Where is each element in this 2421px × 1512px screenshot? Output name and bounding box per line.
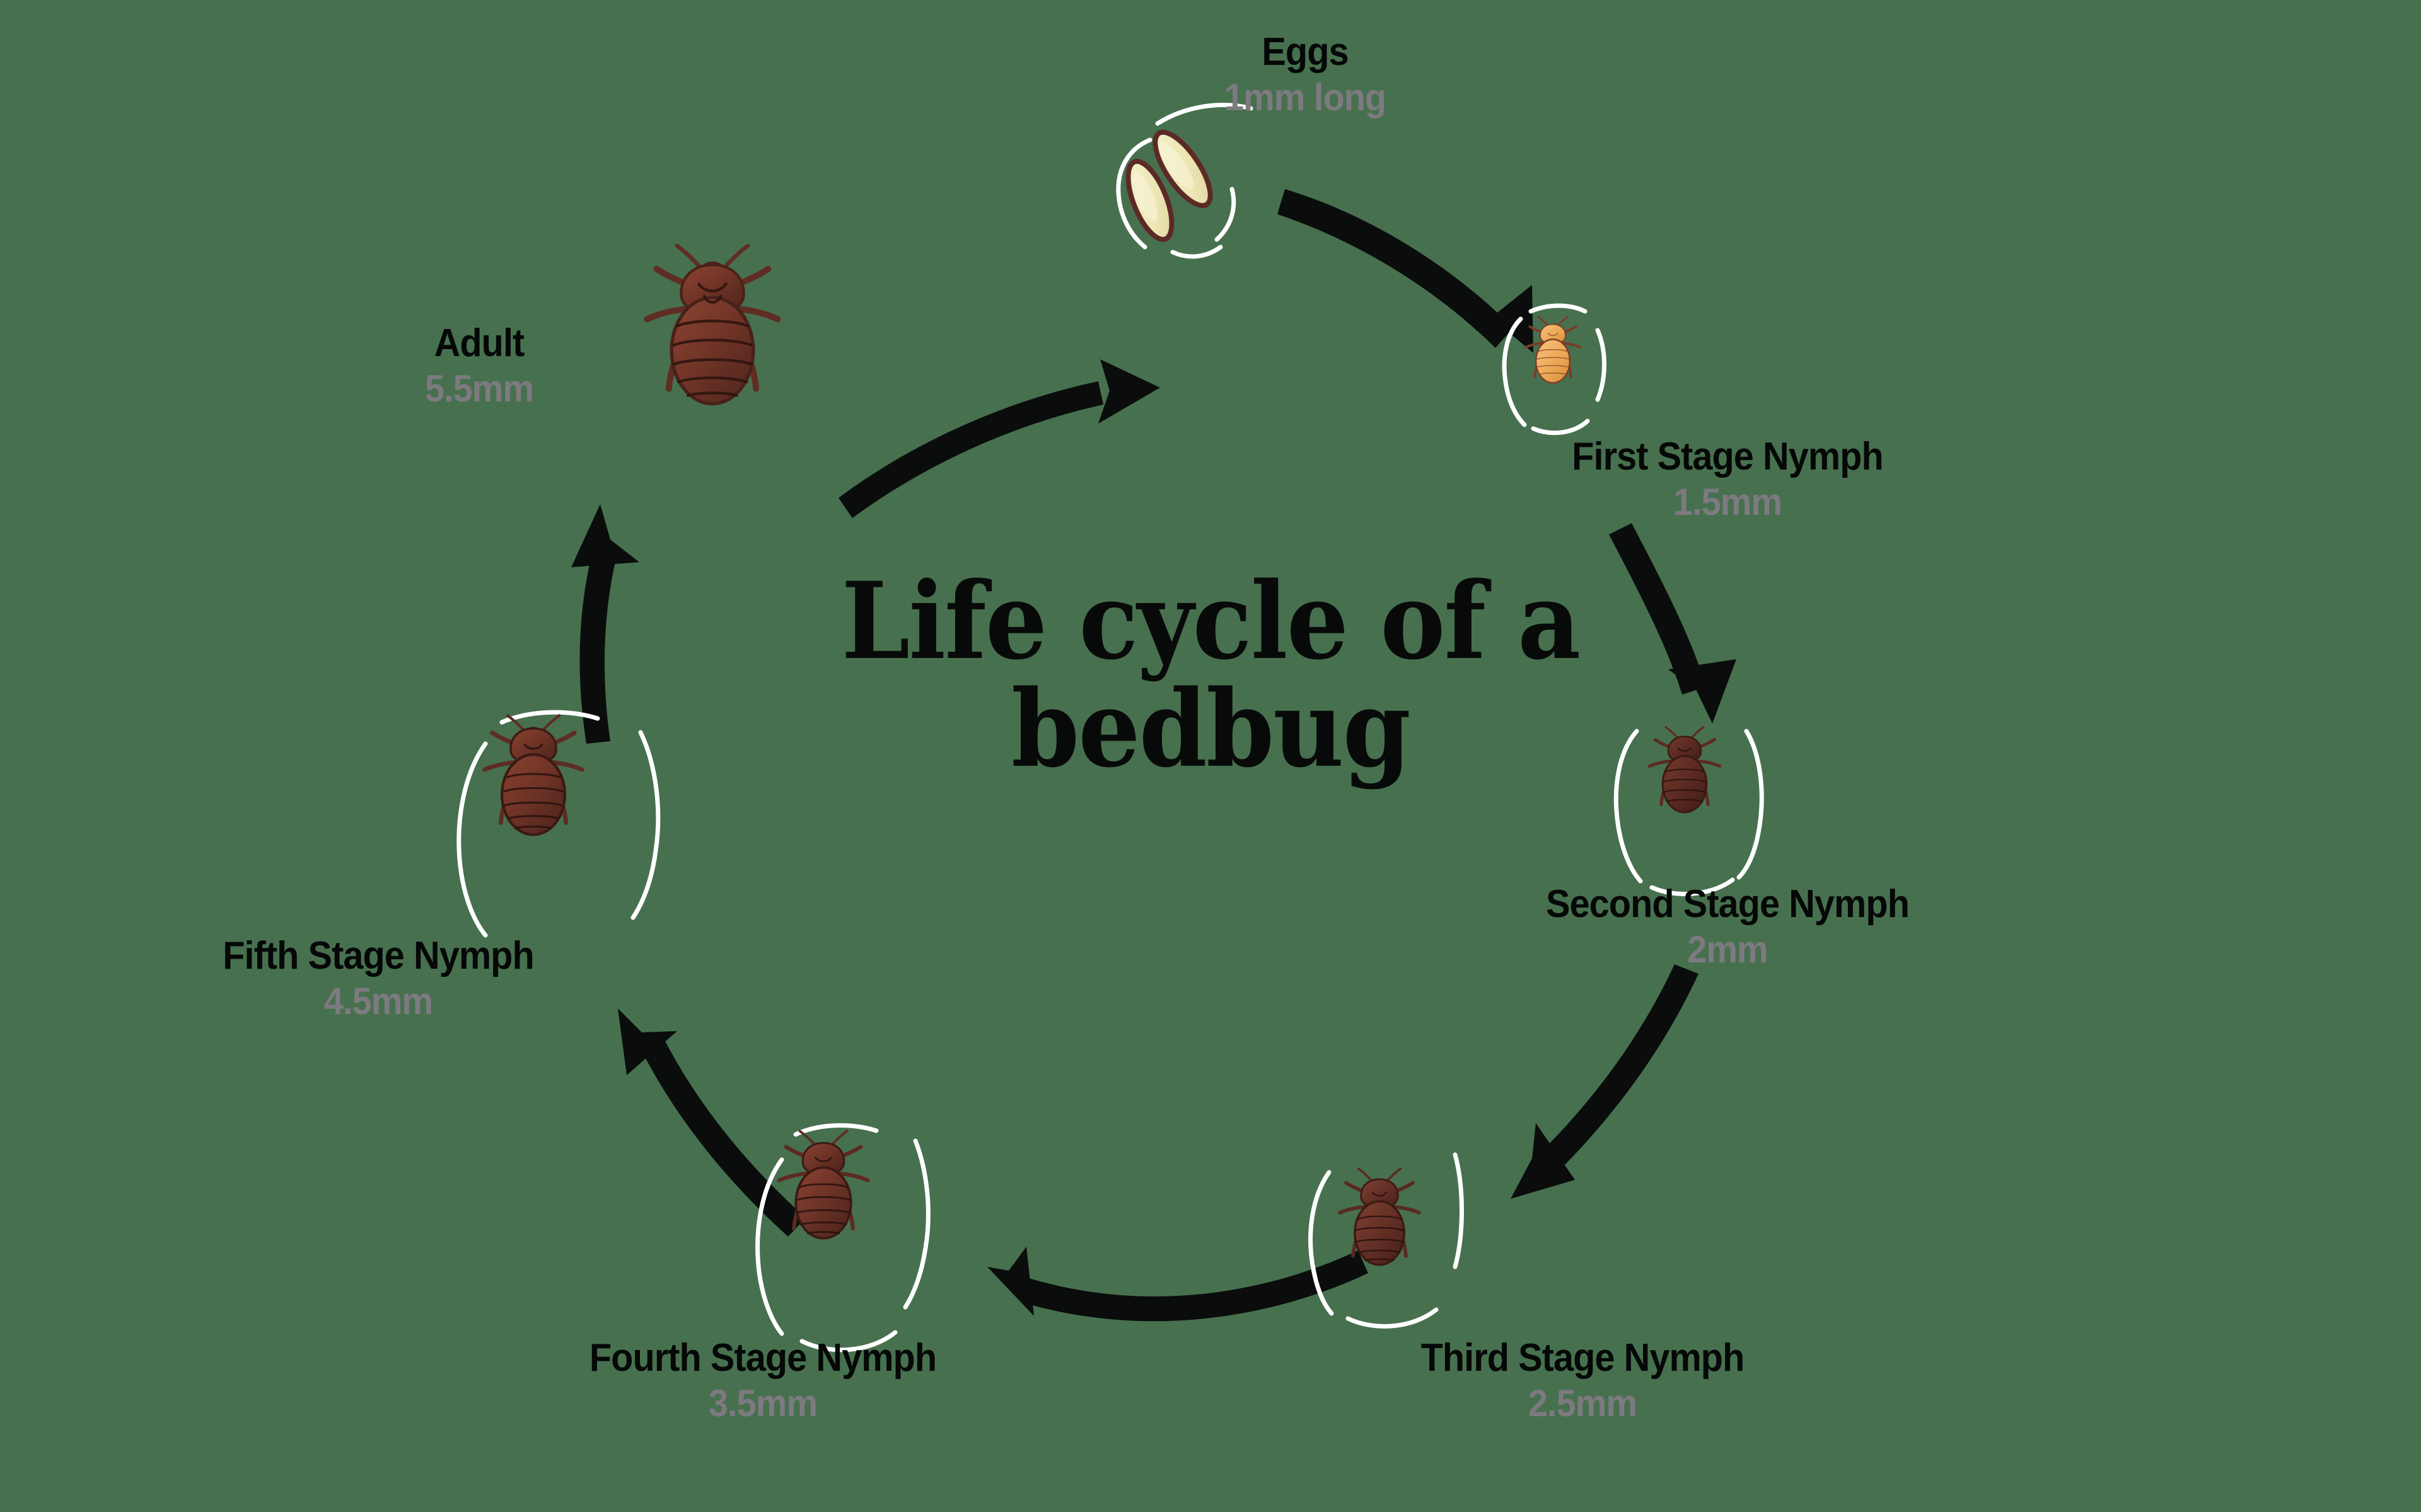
arrow-adult-to-eggs — [839, 359, 1160, 518]
label-first-stage-nymph-name: First Stage Nymph — [1572, 435, 1884, 478]
label-second-stage-nymph-name: Second Stage Nymph — [1545, 882, 1910, 926]
label-first-stage-nymph-size: 1.5mm — [1673, 481, 1782, 524]
illustration-adult — [644, 243, 781, 406]
illustration-third-stage-nymph — [1308, 1152, 1464, 1329]
arrow-third-to-fourth — [987, 1247, 1368, 1322]
adult-body — [644, 243, 781, 406]
eggs-sketch-outline — [1116, 103, 1253, 259]
label-first-stage-nymph: First Stage Nymph 1.5mm — [1393, 435, 2062, 524]
fifth-nymph-body — [482, 714, 584, 836]
label-fourth-stage-nymph-name: Fourth Stage Nymph — [589, 1336, 937, 1380]
egg-lower — [1125, 159, 1175, 242]
label-adult-size: 5.5mm — [424, 367, 534, 410]
label-third-stage-nymph: Third Stage Nymph 2.5mm — [1236, 1336, 1929, 1425]
label-fifth-stage-nymph-name: Fifth Stage Nymph — [223, 934, 534, 978]
label-fourth-stage-nymph-size: 3.5mm — [708, 1382, 818, 1425]
title-line-2: bedbug — [1011, 666, 1411, 792]
label-fifth-stage-nymph: Fifth Stage Nymph 4.5mm — [63, 934, 694, 1023]
fourth-nymph-body — [777, 1129, 870, 1240]
arrow-fourth-to-fifth — [618, 1008, 806, 1237]
label-third-stage-nymph-size: 2.5mm — [1528, 1382, 1637, 1425]
illustration-second-stage-nymph — [1613, 726, 1764, 896]
arrow-second-to-third — [1511, 964, 1698, 1199]
third-nymph-sketch-outline — [1308, 1152, 1464, 1329]
label-adult: Adult 5.5mm — [322, 321, 637, 410]
arrow-eggs-to-first — [1277, 189, 1533, 353]
illustration-fifth-stage-nymph — [456, 710, 661, 938]
label-third-stage-nymph-name: Third Stage Nymph — [1420, 1336, 1745, 1380]
third-nymph-body — [1338, 1167, 1421, 1266]
label-fifth-stage-nymph-size: 4.5mm — [323, 980, 433, 1023]
illustration-first-stage-nymph — [1502, 303, 1606, 436]
label-fourth-stage-nymph: Fourth Stage Nymph 3.5mm — [416, 1336, 1110, 1425]
arrow-first-to-second — [1609, 523, 1736, 724]
arrow-fifth-to-adult — [571, 504, 639, 744]
title-line-1: Life cycle of a — [841, 558, 1581, 683]
first-nymph-body — [1524, 316, 1582, 384]
label-second-stage-nymph: Second Stage Nymph 2mm — [1349, 882, 2106, 971]
fourth-nymph-sketch-outline — [755, 1123, 931, 1353]
label-eggs-name: Eggs — [1262, 30, 1349, 74]
label-second-stage-nymph-size: 2mm — [1687, 928, 1768, 971]
label-eggs: Eggs 1mm long — [1129, 30, 1482, 119]
fifth-nymph-sketch-outline — [456, 710, 661, 938]
second-nymph-body — [1647, 726, 1722, 814]
egg-upper — [1152, 129, 1213, 209]
illustration-eggs — [1116, 103, 1253, 259]
page-title: Life cycle of a bedbug — [723, 567, 1698, 783]
illustration-fourth-stage-nymph — [755, 1123, 931, 1353]
second-nymph-sketch-outline — [1613, 729, 1764, 896]
label-eggs-size: 1mm long — [1224, 76, 1386, 119]
label-adult-name: Adult — [434, 321, 525, 365]
first-nymph-sketch-outline — [1502, 303, 1606, 436]
